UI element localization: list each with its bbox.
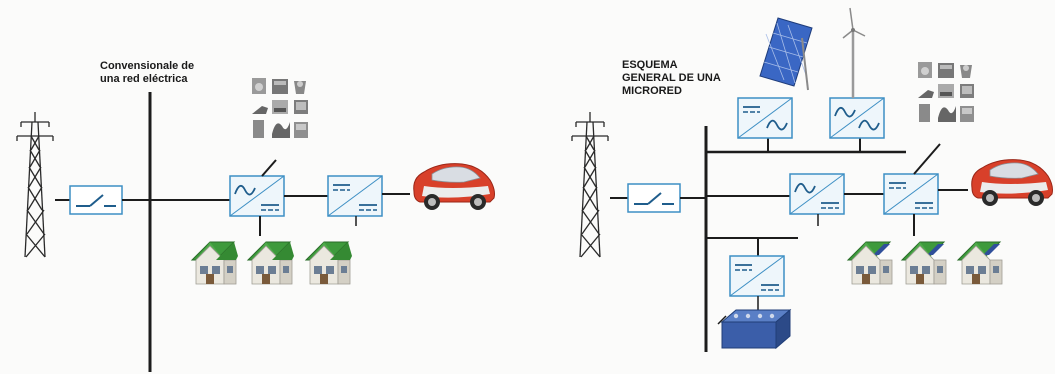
electric-car-icon xyxy=(413,163,495,211)
inverter-icon xyxy=(729,255,785,297)
wind-turbine-icon xyxy=(842,7,866,98)
dc-converter-icon xyxy=(883,173,939,215)
solar-panel-icon xyxy=(759,17,813,91)
house-icon xyxy=(191,241,239,285)
electric-car-icon xyxy=(971,159,1053,207)
switch-icon xyxy=(627,183,681,213)
transmission-tower-icon xyxy=(16,111,54,258)
appliance-feed-line xyxy=(913,143,941,175)
appliances-icon xyxy=(252,78,308,138)
house-icon xyxy=(957,241,1003,285)
house-icon xyxy=(847,241,893,285)
inverter-icon xyxy=(789,173,845,215)
conventional-grid-title: Convensionale de una red eléctrica xyxy=(100,60,195,85)
house-icon xyxy=(901,241,947,285)
house-icon xyxy=(247,241,295,285)
inverter-icon xyxy=(829,97,885,139)
appliance-feed-line xyxy=(261,159,277,177)
transmission-tower-icon xyxy=(571,111,609,258)
switch-icon xyxy=(69,185,123,215)
appliances-icon xyxy=(918,62,974,122)
house-icon xyxy=(305,241,353,285)
microgrid-diagram xyxy=(571,7,1053,352)
dc-converter-icon xyxy=(327,175,383,217)
battery-icon xyxy=(717,308,792,350)
microgrid-title: ESQUEMA GENERAL DE UNA MICRORED xyxy=(622,59,721,97)
conventional-grid-diagram xyxy=(16,78,495,372)
inverter-icon xyxy=(737,97,793,139)
inverter-icon xyxy=(229,175,285,217)
